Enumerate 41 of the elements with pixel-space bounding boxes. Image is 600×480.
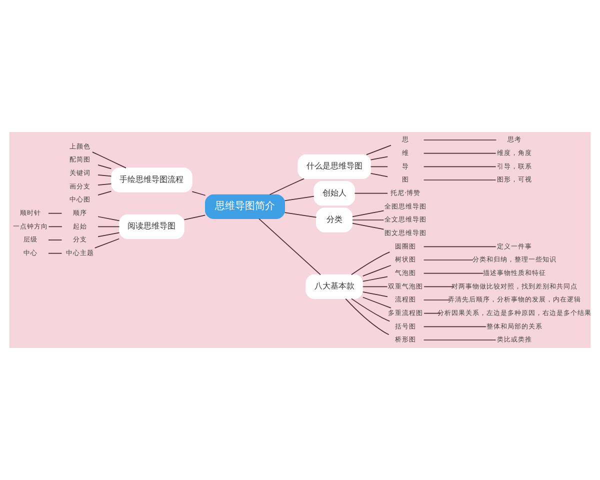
connector <box>98 226 120 228</box>
connector <box>48 226 62 228</box>
connector <box>362 296 392 308</box>
connector <box>92 152 126 168</box>
connector <box>424 286 454 288</box>
connector <box>423 272 484 274</box>
connector <box>370 156 388 160</box>
connector <box>98 232 120 238</box>
connector <box>98 164 112 170</box>
connector <box>354 192 388 194</box>
connector <box>284 196 314 202</box>
connector <box>352 222 384 230</box>
connector <box>423 166 496 168</box>
connector <box>362 264 392 276</box>
node-box: 思维导图简介 <box>205 194 285 219</box>
connector <box>184 214 206 220</box>
connector <box>258 218 321 276</box>
connector <box>423 326 486 328</box>
connector <box>48 212 62 214</box>
connector <box>351 252 390 276</box>
connector <box>269 178 304 196</box>
connector <box>424 312 441 314</box>
connector <box>98 183 112 186</box>
connector <box>370 173 388 178</box>
connector <box>98 174 112 177</box>
connector <box>94 238 120 248</box>
connector <box>98 216 120 222</box>
connector <box>352 210 384 218</box>
connector <box>423 152 496 154</box>
connector <box>48 252 62 254</box>
connector <box>366 144 392 156</box>
connector <box>98 190 112 196</box>
connector <box>192 191 206 196</box>
connector <box>362 276 388 282</box>
connector <box>423 246 496 248</box>
connector <box>284 212 317 218</box>
connector <box>351 298 390 322</box>
connector <box>362 292 388 298</box>
connector <box>370 166 388 168</box>
connector <box>345 298 390 336</box>
connector <box>362 286 388 288</box>
